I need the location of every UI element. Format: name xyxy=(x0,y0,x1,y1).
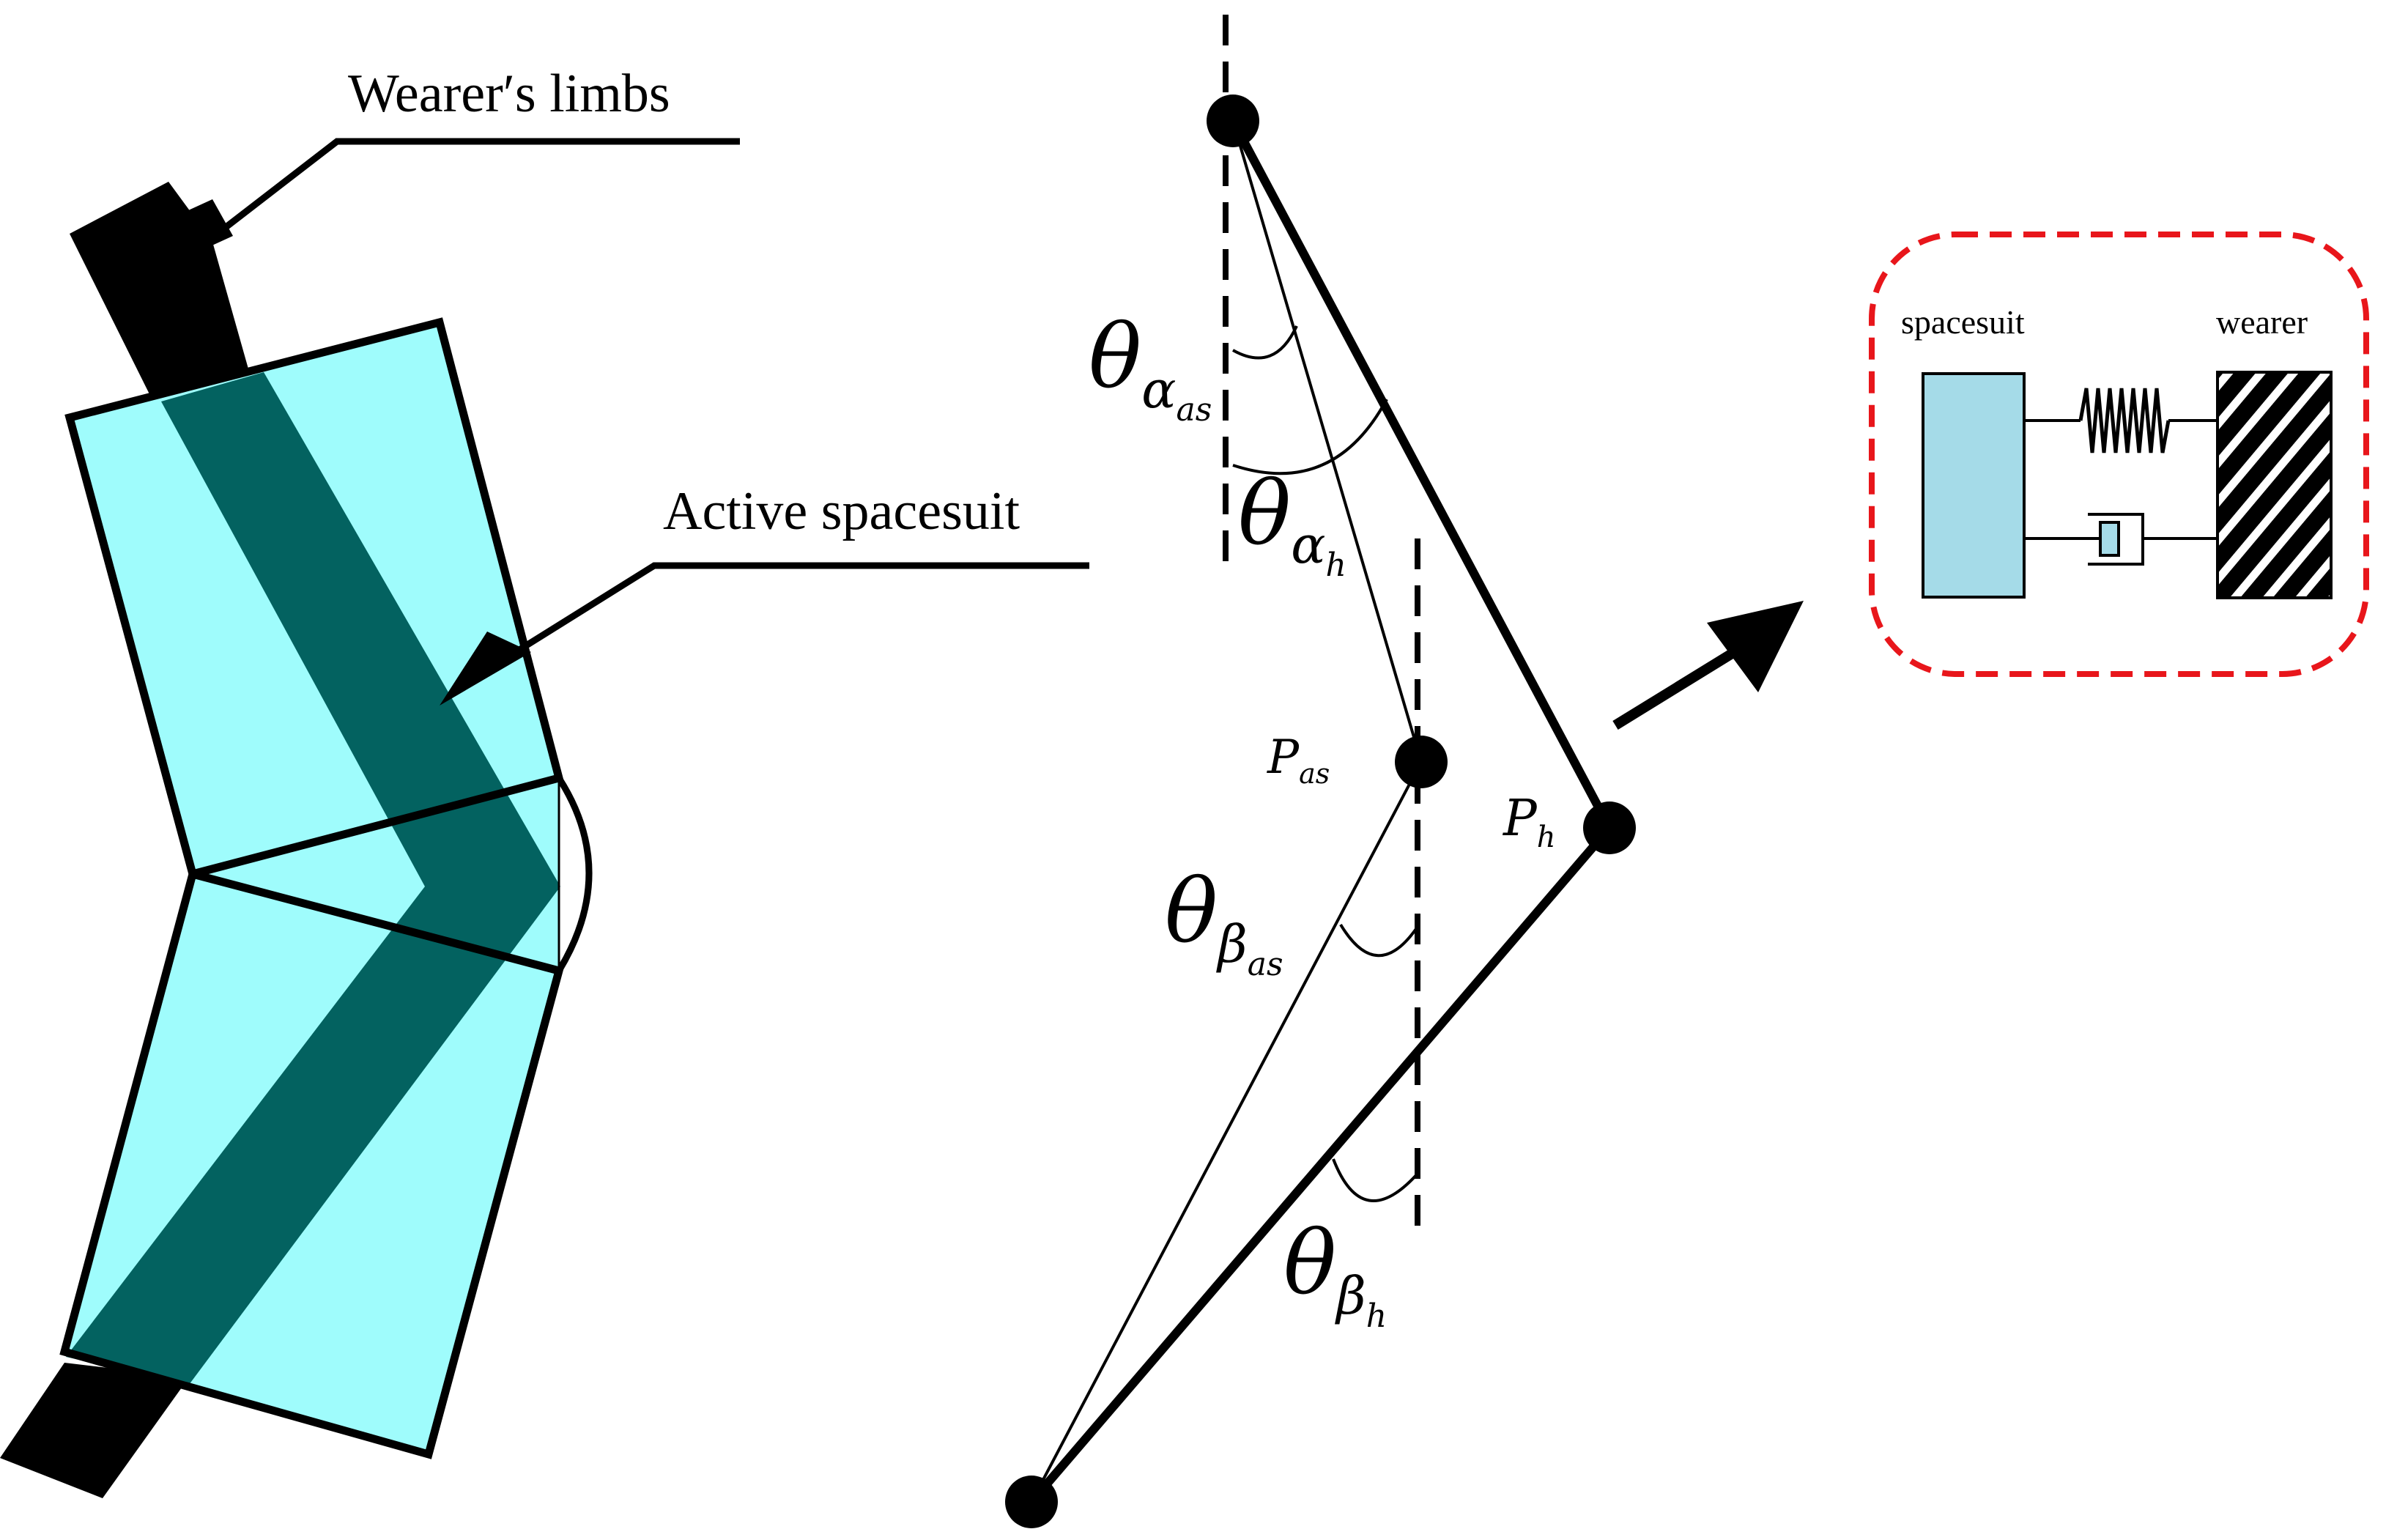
wearer-limbs-label: Wearer′s limbs xyxy=(348,64,670,124)
limb-tab xyxy=(187,199,233,248)
arc-beta-h xyxy=(1332,1158,1419,1202)
inset-model: spacesuit wearer xyxy=(1869,232,2369,677)
joint-shoulder xyxy=(1207,95,1259,147)
joint-p-h xyxy=(1583,802,1636,854)
suit-joint-bulge xyxy=(556,776,593,973)
label-p-as: Pas xyxy=(1267,730,1330,790)
link-lower-suit xyxy=(1030,761,1423,1503)
label-theta-alpha-as: θαas xyxy=(1089,306,1212,429)
arrowhead-to-inset xyxy=(1707,601,1804,692)
inset-label-spacesuit: spacesuit xyxy=(1901,303,2025,341)
arc-alpha-h xyxy=(1232,399,1388,475)
link-lower-human xyxy=(1028,825,1613,1505)
limb-panel: Wearer′s limbs Active spacesuit xyxy=(0,64,1089,1498)
label-p-h: Ph xyxy=(1502,790,1556,854)
leader-active-spacesuit xyxy=(496,562,1089,666)
limb-bottom-end xyxy=(0,1363,189,1498)
spring-element xyxy=(2024,388,2218,454)
suit-lower-outline xyxy=(59,869,564,1459)
leader-wearer-limbs xyxy=(216,138,740,236)
label-theta-alpha-h: θαh xyxy=(1238,463,1346,584)
kinematic-diagram: θαas θαh θβas θβh Pas Ph xyxy=(1005,15,1804,1528)
label-theta-beta-h: θβh xyxy=(1283,1213,1387,1335)
label-theta-beta-as: θβas xyxy=(1165,861,1283,983)
link-upper-human xyxy=(1229,119,1614,830)
arc-beta-as xyxy=(1339,923,1419,958)
spacesuit-block xyxy=(1922,372,2026,599)
arc-alpha-as xyxy=(1232,325,1298,360)
joint-wrist xyxy=(1005,1476,1058,1528)
limb-top-end xyxy=(70,182,260,410)
active-spacesuit-label: Active spacesuit xyxy=(663,481,1020,541)
link-upper-suit xyxy=(1231,120,1423,763)
joint-p-as xyxy=(1395,736,1448,788)
damper-element xyxy=(2024,513,2218,566)
limb-upper-bone xyxy=(161,372,560,886)
inset-border xyxy=(1869,232,2369,677)
arrowhead-active-spacesuit xyxy=(440,632,531,706)
wearer-block xyxy=(2216,371,2333,599)
inset-label-wearer: wearer xyxy=(2216,303,2308,341)
limb-lower-bone xyxy=(66,886,560,1385)
